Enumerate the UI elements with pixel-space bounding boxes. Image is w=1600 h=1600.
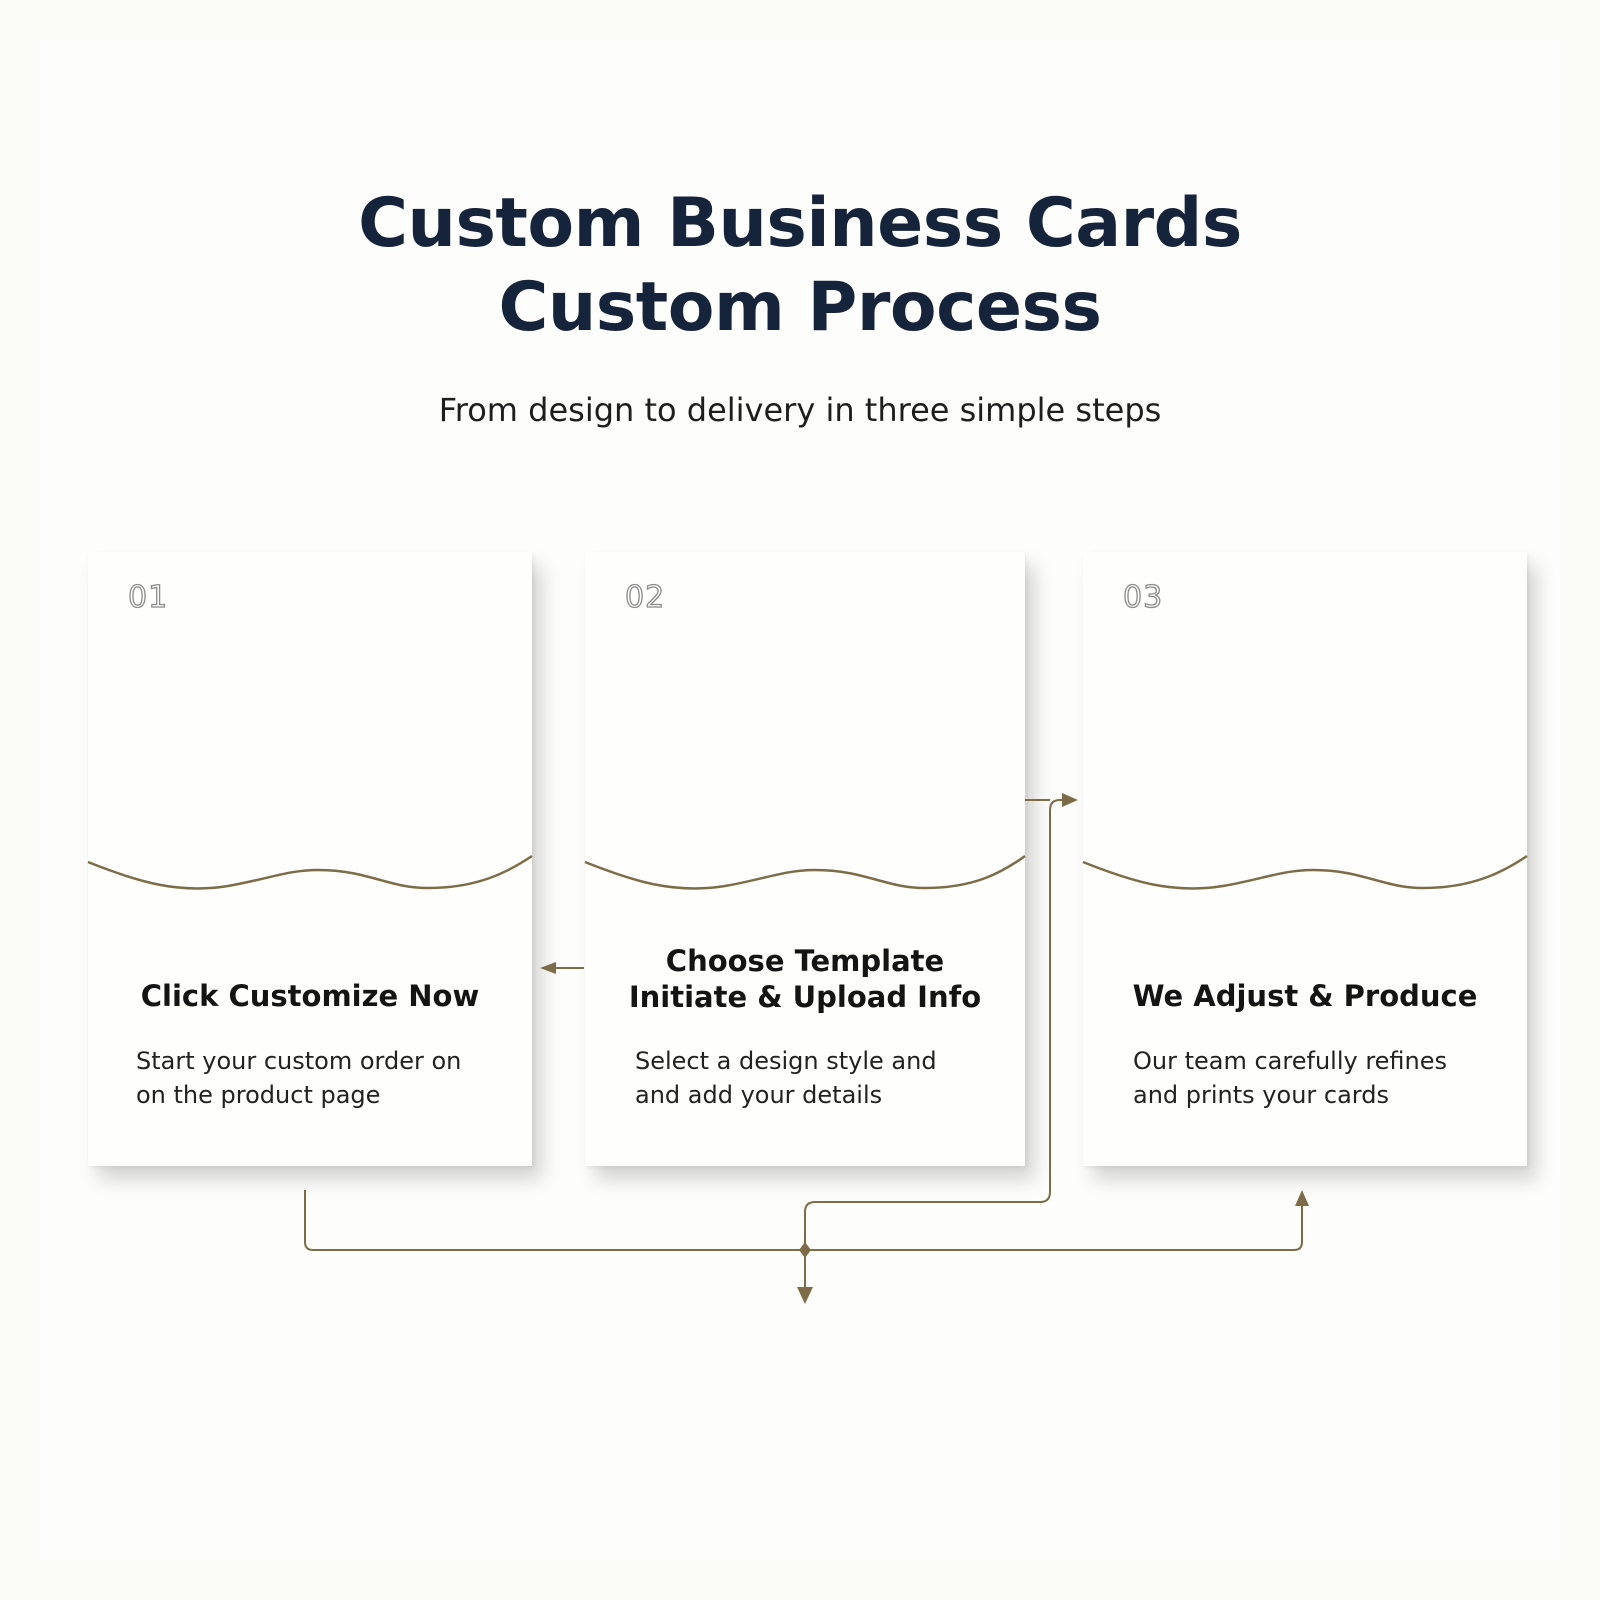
step-description: Select a design style and and add your d…	[635, 1047, 937, 1109]
page-title-line-2: Custom Process	[498, 268, 1102, 347]
step-description: Our team carefully refines and prints yo…	[1133, 1047, 1448, 1109]
step-description: Start your custom order on on the produc…	[136, 1047, 462, 1109]
step-number: 01	[127, 579, 169, 615]
step-number: 02	[624, 579, 666, 615]
page-subtitle: From design to delivery in three simple …	[438, 391, 1162, 429]
step-number: 03	[1122, 579, 1164, 615]
wave-divider	[1082, 854, 1528, 890]
step-title: Choose Template Initiate & Upload Info	[628, 944, 982, 1014]
step-card-1: 01 Click Customize Now Start your custom…	[87, 552, 533, 1166]
wave-divider	[584, 854, 1026, 890]
wave-divider	[87, 854, 533, 890]
step-card-2: 02 Choose Template Initiate & Upload Inf…	[584, 552, 1026, 1166]
step-title: Click Customize Now	[140, 979, 480, 1013]
step-title: We Adjust & Produce	[1132, 979, 1478, 1013]
step-card-3: 03 We Adjust & Produce Our team carefull…	[1082, 552, 1528, 1166]
page-title-line-1: Custom Business Cards	[358, 184, 1242, 263]
